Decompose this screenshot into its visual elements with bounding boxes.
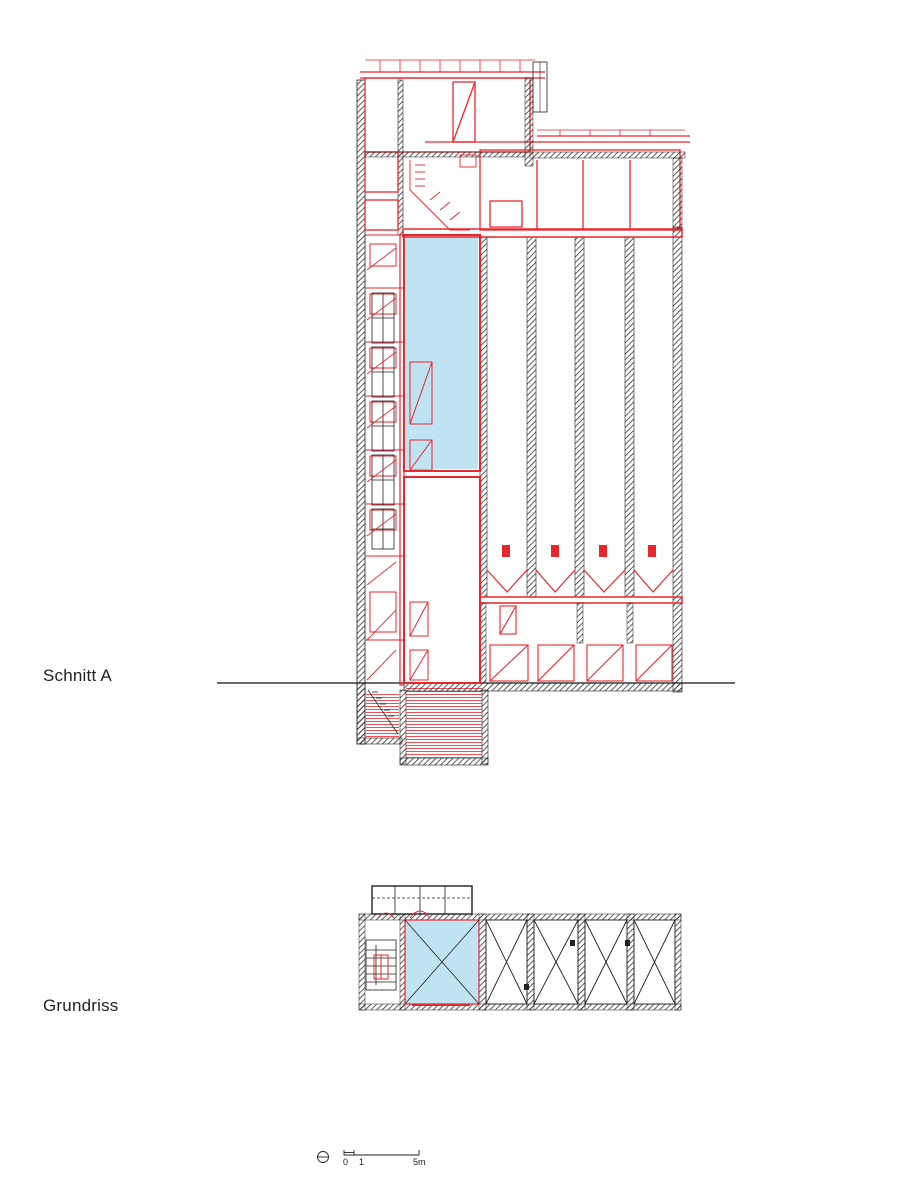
scale-tick-5: 5m	[413, 1157, 426, 1167]
plan-title: Grundriss	[43, 996, 119, 1015]
silo-hoppers	[486, 569, 674, 593]
section-title: Schnitt A	[43, 666, 112, 685]
silo-wall-3	[624, 236, 635, 598]
pit-floor	[399, 757, 489, 766]
stair-tower-wall-left	[356, 79, 366, 745]
tower-inner-wall	[399, 234, 405, 686]
railings	[365, 59, 685, 136]
silo-right-wall	[672, 226, 683, 693]
pit-fill	[406, 688, 482, 758]
plan-silo-openings	[524, 940, 630, 990]
shaft-fill	[406, 237, 478, 469]
basement-left-wall	[356, 682, 366, 745]
shaft-doors	[409, 361, 433, 681]
plan-outer-left	[358, 913, 366, 1011]
silo-wall-1	[526, 236, 537, 598]
basement-stair	[367, 689, 399, 735]
plan-upper-lines	[372, 886, 472, 914]
plan-wall-shaft	[478, 913, 487, 1011]
silo-left-wall	[479, 236, 488, 598]
head-house	[360, 71, 690, 231]
pit-right-wall	[481, 689, 489, 765]
scale-bar	[317, 1150, 420, 1163]
basement-bottom-left	[356, 737, 403, 745]
lower-columns	[479, 602, 634, 684]
silo-outlets	[502, 545, 656, 557]
lower-bays	[489, 605, 673, 682]
plan-silo-cells	[485, 919, 676, 1005]
upper-stair	[409, 154, 477, 231]
stair-tower-wall-right	[397, 79, 404, 236]
stair-diagonals	[366, 247, 397, 681]
plan-wall-stair	[399, 913, 406, 1011]
plan-stair-red	[373, 910, 431, 980]
plan-wall-silo-2	[577, 913, 586, 1011]
plan-wall-silo-1	[526, 913, 535, 1011]
stair-tower-grid	[371, 292, 395, 550]
head-slabs	[364, 77, 686, 229]
stair-basement-fill	[366, 692, 399, 737]
plan-drawing	[358, 885, 682, 1011]
plan-upper-outline	[371, 885, 473, 915]
section-drawing	[217, 59, 735, 766]
silo-top-slab	[402, 228, 683, 238]
scale-tick-1: 1	[359, 1157, 365, 1167]
ground-slab	[403, 682, 683, 692]
stair-tower-flights	[365, 234, 403, 641]
pit-left-wall	[399, 689, 407, 765]
plan-wall-silo-3	[626, 913, 635, 1011]
silo-wall-2	[574, 236, 585, 598]
scale-tick-0: 0	[343, 1157, 349, 1167]
lower-floor-slab	[479, 596, 683, 604]
lower-shaft-room	[403, 476, 481, 684]
plan-outer-right	[674, 913, 682, 1011]
